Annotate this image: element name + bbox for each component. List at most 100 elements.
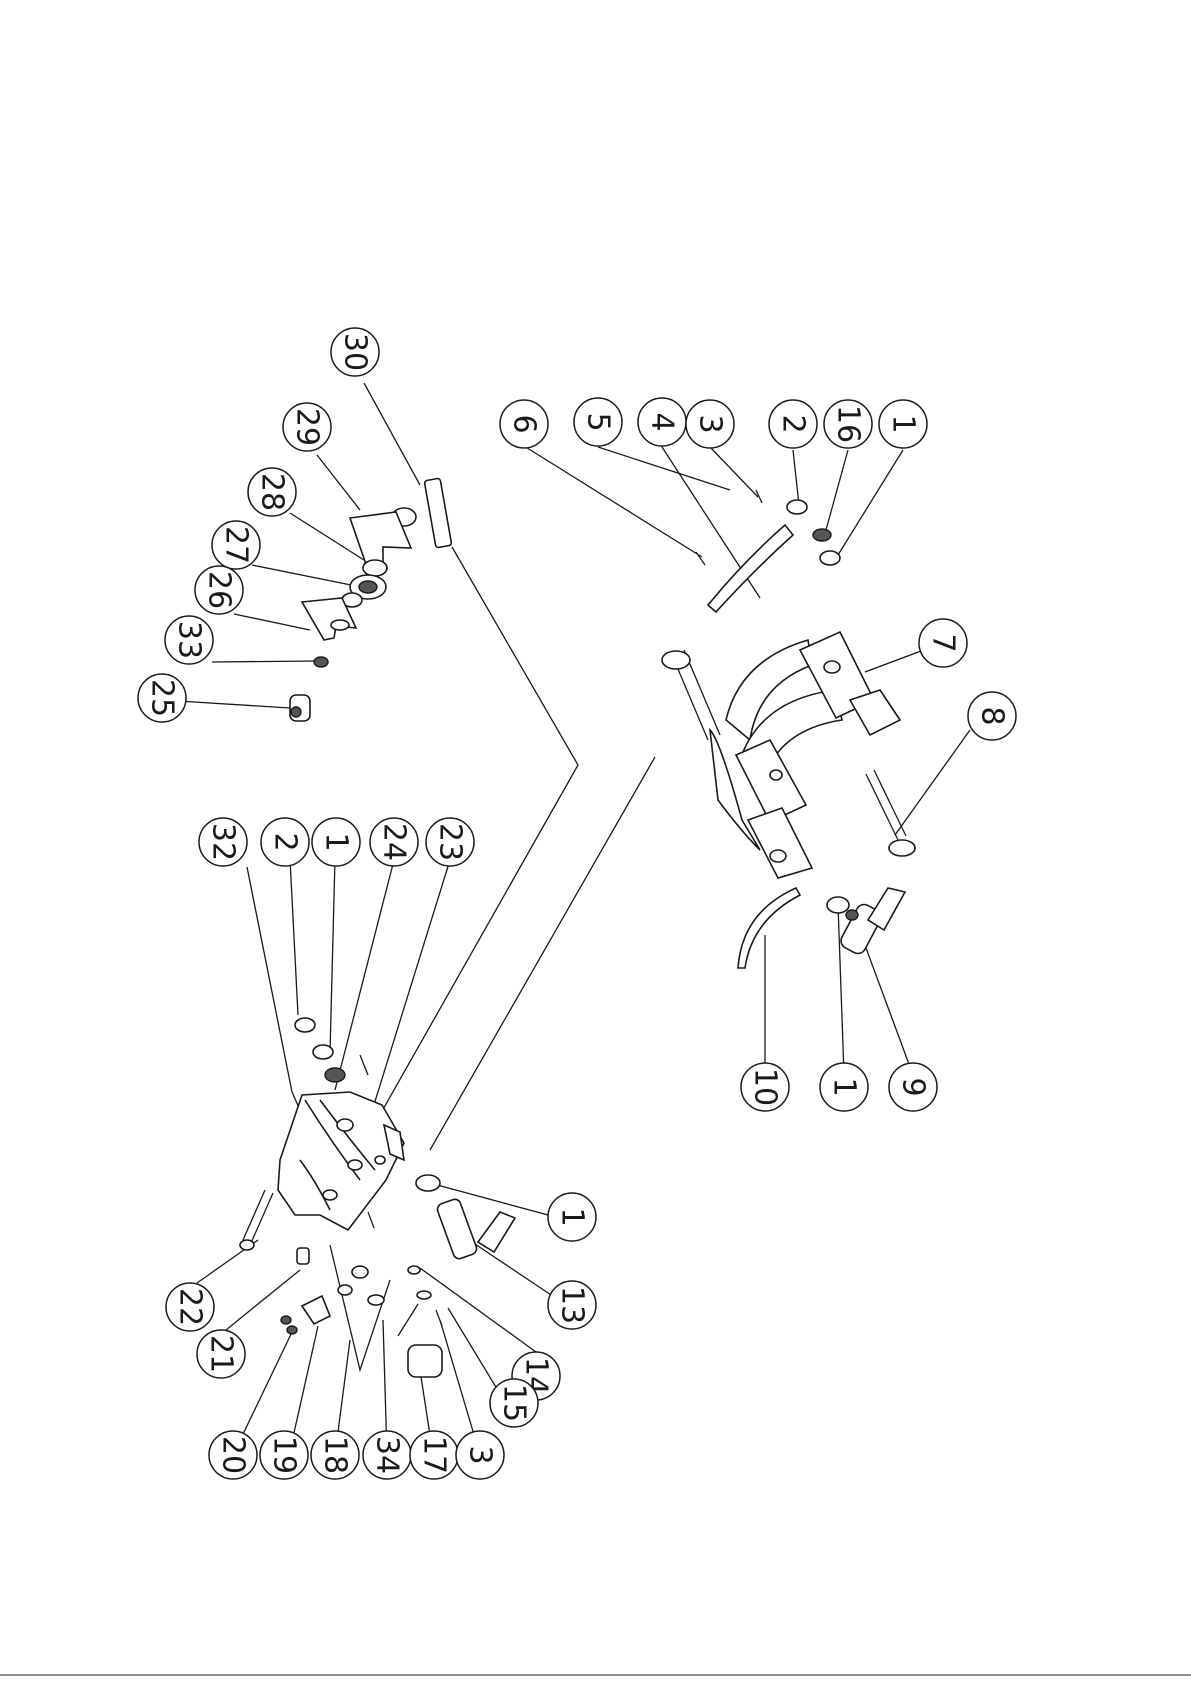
- nut-18b: [338, 1285, 352, 1295]
- nut-18a: [352, 1266, 368, 1278]
- balloon-b32: 32: [199, 818, 247, 866]
- balloon-b4: 4: [638, 398, 686, 446]
- balloon-b3top: 3: [686, 400, 734, 448]
- balloon-b17: 17: [410, 1431, 458, 1479]
- balloon-label: 24: [377, 823, 412, 861]
- balloon-b21: 21: [197, 1330, 245, 1378]
- balloon-b1top: 1: [879, 400, 927, 448]
- balloon-b10: 10: [741, 1063, 789, 1111]
- pin-6: [662, 650, 720, 740]
- balloon-label: 3: [693, 414, 728, 433]
- balloon-b33: 33: [165, 616, 213, 664]
- clip-14: [408, 1266, 420, 1274]
- balloon-label: 1: [319, 832, 354, 851]
- handle-9: [838, 888, 905, 956]
- balloon-label: 17: [417, 1436, 452, 1474]
- balloon-label: 6: [507, 414, 542, 433]
- balloon-label: 10: [748, 1068, 783, 1106]
- balloon-b2top: 2: [769, 400, 817, 448]
- knob-17: [398, 1304, 442, 1377]
- balloon-b34: 34: [363, 1431, 411, 1479]
- balloon-label: 15: [497, 1384, 532, 1422]
- balloon-b25: 25: [138, 674, 186, 722]
- balloon-b9: 9: [889, 1063, 937, 1111]
- balloon-label: 2: [268, 832, 303, 851]
- washer-34: [368, 1295, 384, 1305]
- nut-2-top: [787, 500, 807, 514]
- upper-left-parts: [290, 478, 452, 721]
- balloon-label: 20: [216, 1436, 251, 1474]
- washer-24: [325, 1068, 345, 1082]
- balloon-b1mid: 1: [820, 1063, 868, 1111]
- base-block: [278, 1092, 404, 1230]
- upper-right-parts: [662, 490, 915, 968]
- balloon-b16: 16: [824, 400, 872, 448]
- balloon-label: 1: [555, 1207, 590, 1226]
- balloon-label: 32: [206, 823, 241, 861]
- balloon-label: 29: [290, 408, 325, 446]
- balloon-label: 4: [645, 412, 680, 431]
- balloon-label: 27: [219, 526, 254, 564]
- balloon-label: 3: [463, 1445, 498, 1464]
- bracket-19: [302, 1296, 330, 1324]
- balloon-b23: 23: [426, 818, 474, 866]
- washer-1-bot: [416, 1175, 440, 1191]
- balloon-b20: 20: [209, 1431, 257, 1479]
- balloon-b22: 22: [166, 1283, 214, 1331]
- washer-1-low: [313, 1045, 333, 1059]
- balloon-label: 33: [172, 621, 207, 659]
- balloon-label: 30: [338, 333, 373, 371]
- balloon-label: 2: [776, 414, 811, 433]
- balloon-label: 5: [581, 412, 616, 431]
- balloon-b15: 15: [490, 1379, 538, 1427]
- nut-33: [314, 657, 328, 667]
- balloon-b1low: 1: [312, 818, 360, 866]
- balloon-b26: 26: [195, 566, 243, 614]
- balloon-label: 26: [202, 571, 237, 609]
- balloon-label: 22: [173, 1288, 208, 1326]
- handle-13: [436, 1198, 515, 1261]
- balloon-label: 34: [370, 1436, 405, 1474]
- screw-20a: [281, 1316, 291, 1324]
- hose-10: [738, 888, 800, 968]
- set-screw-21: [297, 1248, 309, 1264]
- bolt-23: [360, 1055, 368, 1075]
- balloon-b27: 27: [212, 521, 260, 569]
- balloon-label: 18: [318, 1436, 353, 1474]
- balloon-b18: 18: [311, 1431, 359, 1479]
- washer-28: [363, 560, 387, 576]
- balloon-label: 8: [975, 706, 1010, 725]
- balloon-label: 7: [926, 633, 961, 652]
- balloon-label: 13: [555, 1286, 590, 1324]
- balloon-b13: 13: [548, 1281, 596, 1329]
- pin-8: [866, 770, 915, 856]
- balloon-b28: 28: [248, 468, 296, 516]
- washer-16: [813, 529, 831, 541]
- balloon-label: 1: [886, 414, 921, 433]
- balloon-b30: 30: [331, 328, 379, 376]
- balloon-label: 9: [896, 1077, 931, 1096]
- balloon-b3bot: 3: [456, 1431, 504, 1479]
- balloon-b1bot: 1: [548, 1193, 596, 1241]
- lower-base-parts: [240, 1018, 515, 1377]
- balloon-b5: 5: [574, 398, 622, 446]
- washer-15: [417, 1291, 431, 1299]
- screw-3-bot: [436, 1310, 442, 1326]
- screw-20b: [287, 1326, 297, 1334]
- screw-5: [696, 552, 705, 565]
- screw-25: [290, 695, 310, 721]
- balloon-label: 25: [145, 679, 180, 717]
- screw-bottom: [368, 1212, 374, 1228]
- balloon-label: 21: [204, 1335, 239, 1373]
- washer-1-mid: [827, 897, 849, 913]
- nut-2-low: [295, 1018, 315, 1032]
- ring-26: [331, 620, 349, 630]
- balloon-label: 1: [827, 1077, 862, 1096]
- balloon-b6: 6: [500, 400, 548, 448]
- balloon-b7: 7: [919, 619, 967, 667]
- balloon-b2low: 2: [261, 818, 309, 866]
- balloon-b8: 8: [968, 692, 1016, 740]
- balloon-label: 23: [433, 823, 468, 861]
- washer-1-top: [820, 551, 840, 565]
